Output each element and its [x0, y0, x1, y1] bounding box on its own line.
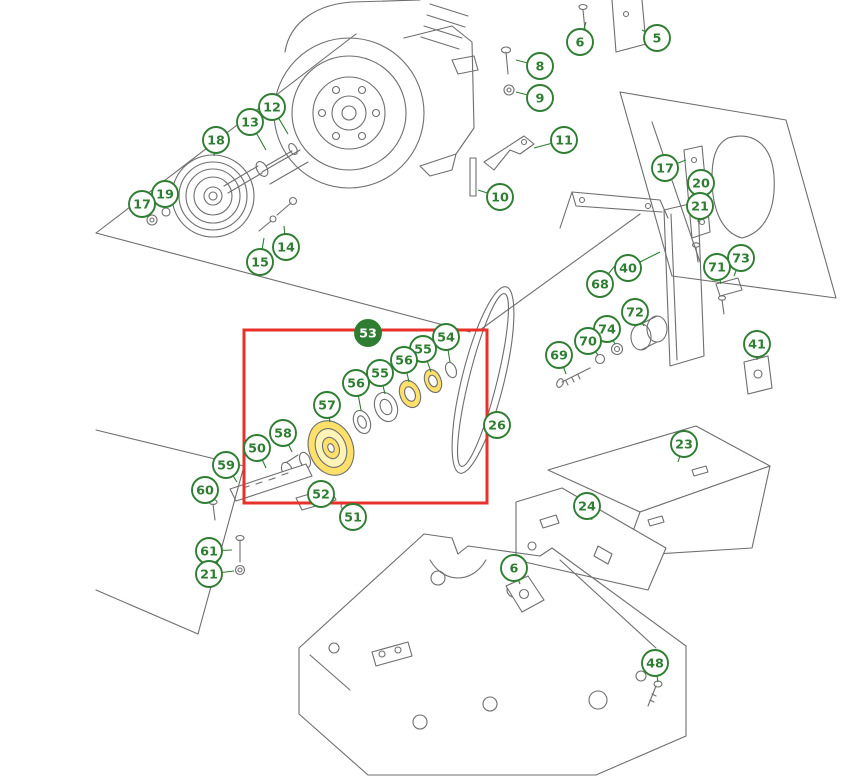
callout-24-42[interactable]: 24 — [573, 492, 601, 520]
callout-21-15[interactable]: 21 — [686, 192, 714, 220]
engine — [261, 0, 479, 189]
callout-circle[interactable] — [526, 52, 554, 80]
callout-73-16[interactable]: 73 — [727, 244, 755, 272]
callout-circle[interactable] — [614, 254, 642, 282]
callout-circle[interactable] — [191, 476, 219, 504]
leader-lines — [141, 21, 758, 683]
callout-57-31[interactable]: 57 — [313, 391, 341, 419]
callout-circle[interactable] — [243, 434, 271, 462]
callout-12-5[interactable]: 12 — [258, 93, 286, 121]
callout-14-11[interactable]: 14 — [272, 233, 300, 261]
callout-circle[interactable] — [354, 319, 382, 347]
callout-6-43[interactable]: 6 — [500, 554, 528, 582]
callout-circle[interactable] — [342, 369, 370, 397]
callout-circle[interactable] — [307, 480, 335, 508]
callout-68-19[interactable]: 68 — [586, 270, 614, 298]
callout-circle[interactable] — [272, 233, 300, 261]
callout-circle[interactable] — [727, 244, 755, 272]
callout-5-1[interactable]: 5 — [643, 24, 671, 52]
callout-60-35[interactable]: 60 — [191, 476, 219, 504]
callout-10-10[interactable]: 10 — [486, 183, 514, 211]
callout-circle[interactable] — [313, 391, 341, 419]
drive-belt — [451, 286, 515, 474]
callout-circle[interactable] — [686, 192, 714, 220]
callout-6-0[interactable]: 6 — [566, 28, 594, 56]
callout-17-13[interactable]: 17 — [651, 154, 679, 182]
callout-72-20[interactable]: 72 — [621, 298, 649, 326]
callout-circle[interactable] — [621, 298, 649, 326]
callout-8-2[interactable]: 8 — [526, 52, 554, 80]
callout-circle[interactable] — [545, 341, 573, 369]
callout-circle[interactable] — [236, 108, 264, 136]
callout-18-7[interactable]: 18 — [202, 126, 230, 154]
bracket-24 — [515, 487, 667, 591]
callout-circle[interactable] — [195, 560, 223, 588]
callout-15-12[interactable]: 15 — [246, 248, 274, 276]
callout-circle[interactable] — [366, 359, 394, 387]
callout-circle[interactable] — [483, 411, 511, 439]
callout-circle[interactable] — [643, 24, 671, 52]
callout-circle[interactable] — [390, 346, 418, 374]
callout-11-4[interactable]: 11 — [550, 126, 578, 154]
callout-circle[interactable] — [566, 28, 594, 56]
callout-circle[interactable] — [269, 419, 297, 447]
callout-circle[interactable] — [212, 451, 240, 479]
callout-circle[interactable] — [586, 270, 614, 298]
callout-21-39[interactable]: 21 — [195, 560, 223, 588]
callout-circle[interactable] — [128, 190, 156, 218]
callout-circle[interactable] — [339, 503, 367, 531]
callout-circle[interactable] — [526, 84, 554, 112]
callout-circle[interactable] — [432, 323, 460, 351]
callout-69-23[interactable]: 69 — [545, 341, 573, 369]
callout-17-9[interactable]: 17 — [128, 190, 156, 218]
callout-54-26[interactable]: 54 — [432, 323, 460, 351]
callout-circle[interactable] — [258, 93, 286, 121]
callout-13-6[interactable]: 13 — [236, 108, 264, 136]
callout-9-3[interactable]: 9 — [526, 84, 554, 112]
callout-26-40[interactable]: 26 — [483, 411, 511, 439]
belt-guard — [547, 425, 771, 557]
callout-48-44[interactable]: 48 — [641, 649, 669, 677]
callout-58-32[interactable]: 58 — [269, 419, 297, 447]
callout-circle[interactable] — [202, 126, 230, 154]
callout-circle[interactable] — [573, 492, 601, 520]
callout-circle[interactable] — [246, 248, 274, 276]
line-art — [95, 0, 837, 776]
callout-71-17[interactable]: 71 — [703, 253, 731, 281]
callout-41-24[interactable]: 41 — [743, 330, 771, 358]
crank-pulley — [146, 142, 298, 238]
callout-circle[interactable] — [486, 183, 514, 211]
engine-mount-hardware — [469, 46, 535, 197]
callout-50-33[interactable]: 50 — [243, 434, 271, 462]
deck-plate — [95, 33, 641, 333]
callout-23-41[interactable]: 23 — [670, 430, 698, 458]
callout-circle[interactable] — [574, 327, 602, 355]
callout-59-34[interactable]: 59 — [212, 451, 240, 479]
callout-51-37[interactable]: 51 — [339, 503, 367, 531]
clutch-assembly-highlighted[interactable] — [279, 361, 458, 482]
misc-hardware — [234, 534, 663, 707]
callout-40-18[interactable]: 40 — [614, 254, 642, 282]
callout-56-30[interactable]: 56 — [342, 369, 370, 397]
callout-circle[interactable] — [743, 330, 771, 358]
callout-53-25[interactable]: 53 — [354, 319, 382, 347]
callout-56-28[interactable]: 56 — [390, 346, 418, 374]
callout-55-29[interactable]: 55 — [366, 359, 394, 387]
callout-circle[interactable] — [670, 430, 698, 458]
callout-circle[interactable] — [641, 649, 669, 677]
right-panel — [619, 91, 837, 299]
callout-70-22[interactable]: 70 — [574, 327, 602, 355]
callout-circle[interactable] — [550, 126, 578, 154]
callout-circle[interactable] — [703, 253, 731, 281]
callout-circle[interactable] — [651, 154, 679, 182]
callout-circle[interactable] — [500, 554, 528, 582]
callout-circle[interactable] — [151, 180, 179, 208]
callout-52-36[interactable]: 52 — [307, 480, 335, 508]
